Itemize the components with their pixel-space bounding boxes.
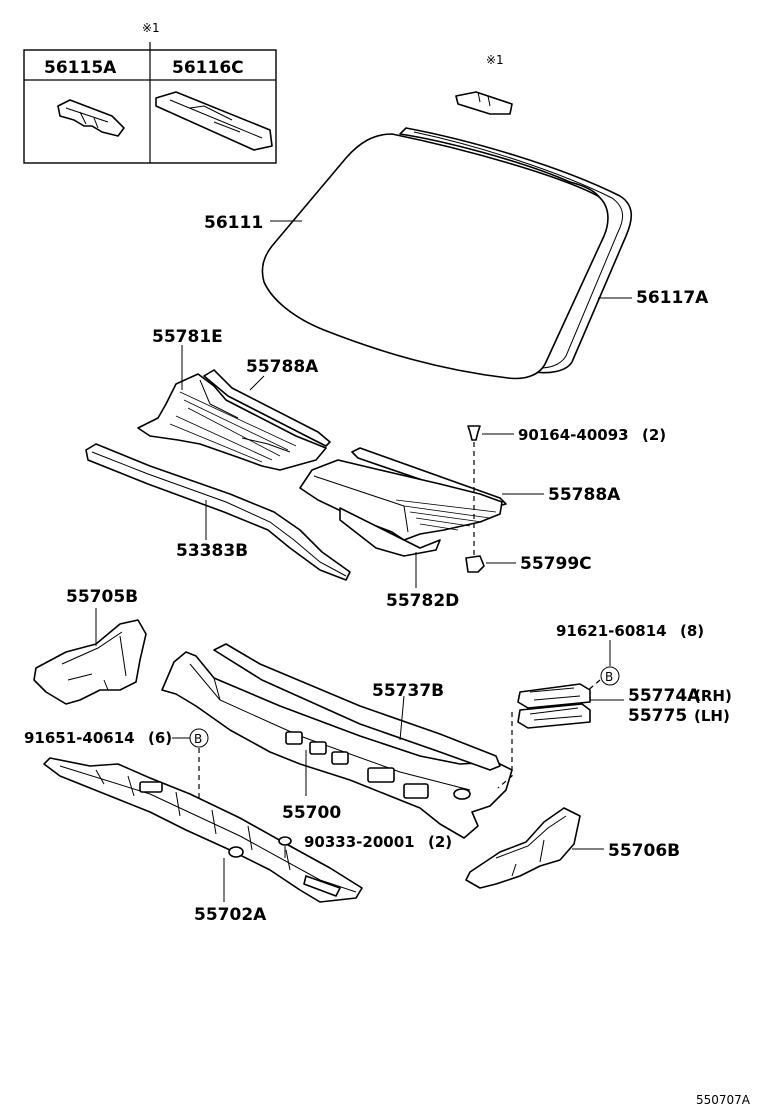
label-bracket-right: 55706B	[608, 841, 680, 861]
seal-left	[203, 369, 331, 447]
label-brace-lh: 55775	[628, 706, 687, 726]
label-bolt: 90164-40093	[518, 426, 629, 444]
label-plug: 90333-20001	[304, 833, 415, 851]
brace-dash-line	[497, 712, 513, 789]
label-cowl-louver-right: 55782D	[386, 591, 459, 611]
label-nut: 55799C	[520, 554, 592, 574]
cowl-panel-lower	[43, 757, 363, 903]
label-cowl-louver-left: 55781E	[152, 327, 223, 347]
strip-part-illustration	[155, 91, 273, 151]
glass-clip-illustration	[455, 91, 513, 115]
label-brace-rh-side: (RH)	[694, 687, 732, 705]
inset-col2-part-number: 56116C	[172, 58, 244, 78]
nut-illustration	[465, 555, 485, 573]
label-screw-left-qty: (6)	[148, 729, 172, 747]
inset-note-mark: ※1	[142, 21, 160, 35]
figure-code: 550707A	[696, 1093, 751, 1107]
label-cowl-panel-lower: 55702A	[194, 905, 267, 925]
bracket-right	[465, 807, 581, 889]
note-mark-top: ※1	[486, 53, 504, 67]
b-mark-left: B	[189, 728, 209, 748]
b-mark-right-letter: B	[605, 670, 613, 684]
label-cowl-panel: 55700	[282, 803, 341, 823]
label-cowl-panel-outer: 55737B	[372, 681, 444, 701]
label-bracket-left: 55705B	[66, 587, 138, 607]
label-bolt-qty: (2)	[642, 426, 666, 444]
cowl-panel	[161, 643, 513, 839]
label-seal-right: 55788A	[548, 485, 621, 505]
plug-illustration	[278, 836, 292, 846]
leader-cowl-panel-outer	[399, 695, 405, 741]
label-screw-left: 91651-40614	[24, 729, 135, 747]
brace-lh	[517, 703, 591, 729]
label-plug-qty: (2)	[428, 833, 452, 851]
cowl-louver-left	[137, 373, 327, 471]
inset-table: ※1 56115A 56116C	[23, 21, 277, 164]
b-mark-left-letter: B	[194, 732, 202, 746]
label-seal-left: 55788A	[246, 357, 319, 377]
label-brace-rh: 55774A	[628, 686, 701, 706]
label-seal-lower: 53383B	[176, 541, 248, 561]
seal-lower	[85, 443, 351, 581]
clip-part-illustration	[57, 99, 125, 137]
b-mark-right-dash	[585, 679, 601, 693]
bracket-left	[33, 619, 147, 705]
cowl-louver-right	[299, 459, 503, 557]
leader-seal-left	[249, 375, 265, 391]
label-windshield-glass: 56111	[204, 213, 263, 233]
b-mark-right: B	[600, 666, 620, 686]
label-screw-b-qty: (8)	[680, 622, 704, 640]
label-screw-b: 91621-60814	[556, 622, 667, 640]
bolt-illustration	[467, 425, 481, 441]
inset-col1-part-number: 56115A	[44, 58, 117, 78]
brace-rh	[517, 683, 591, 709]
label-moulding: 56117A	[636, 288, 709, 308]
label-brace-lh-side: (LH)	[694, 707, 730, 725]
windshield-glass	[261, 133, 609, 380]
windshield-moulding	[399, 127, 633, 374]
